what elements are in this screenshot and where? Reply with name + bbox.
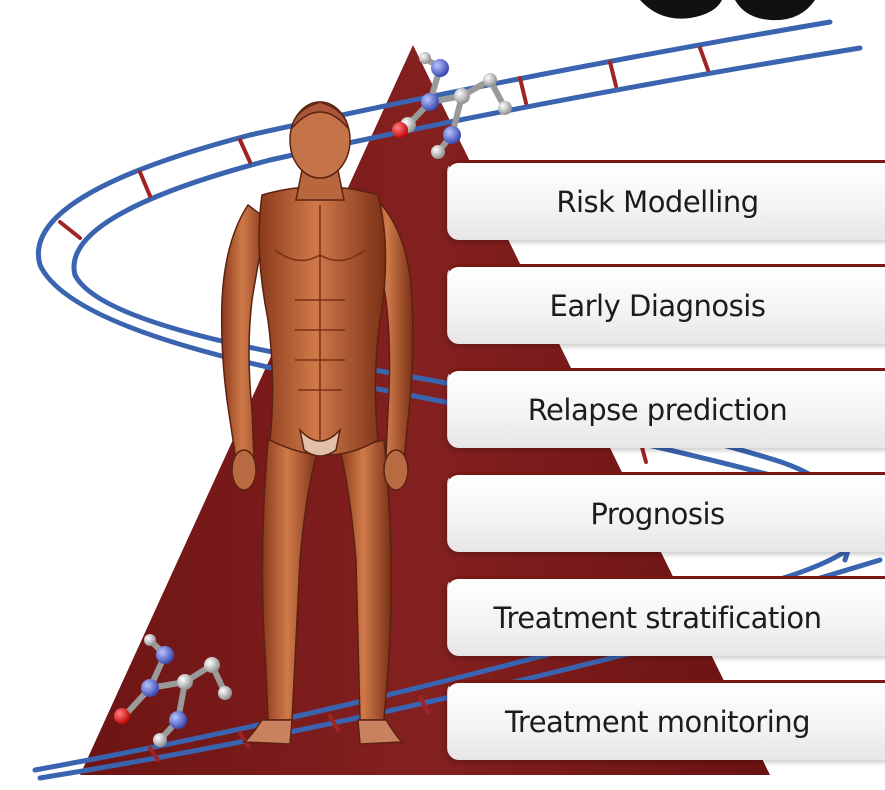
stage-label: Prognosis [590, 497, 724, 531]
stage-treatment-monitoring: Treatment monitoring [447, 680, 885, 760]
stage-label: Relapse prediction [528, 393, 788, 427]
title-remnant-shape [640, 0, 815, 20]
stage-prognosis: Prognosis [447, 472, 885, 552]
stage-early-diagnosis: Early Diagnosis [447, 264, 885, 344]
stage-label: Risk Modelling [556, 185, 758, 219]
stage-label: Treatment monitoring [505, 705, 810, 739]
stage-label: Early Diagnosis [550, 289, 766, 323]
stage-label: Treatment stratification [494, 601, 822, 635]
stage-relapse-prediction: Relapse prediction [447, 368, 885, 448]
stage-risk-modelling: Risk Modelling [447, 160, 885, 240]
stage-treatment-stratification: Treatment stratification [447, 576, 885, 656]
